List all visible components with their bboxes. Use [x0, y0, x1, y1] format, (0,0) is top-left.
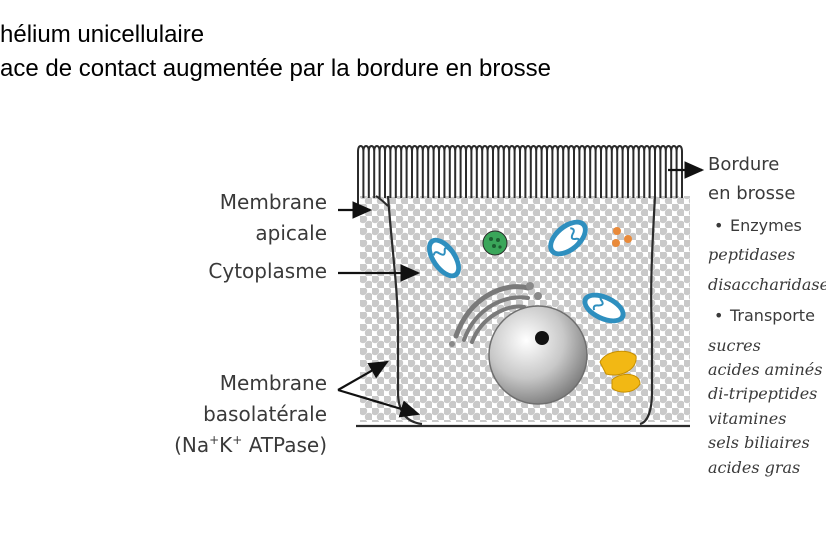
secretory-granule	[483, 231, 507, 255]
item-di-tripeptides: di-tripeptides	[708, 384, 817, 403]
label-atpase: (Na+K+ ATPase)	[174, 433, 327, 457]
label-membrane-apicale-1: Membrane	[220, 190, 327, 214]
label-bordure: Bordure	[708, 154, 779, 175]
item-acides-gras: acides gras	[708, 458, 800, 477]
label-transporteurs: Transporte	[729, 306, 815, 325]
item-vitamines: vitamines	[708, 409, 786, 428]
item-sels-biliaires: sels biliaires	[708, 433, 810, 452]
label-membrane-basolaterale-2: basolatérale	[203, 402, 327, 426]
item-disaccharidases: disaccharidases	[708, 275, 826, 294]
bullet-transporteurs: •	[714, 306, 723, 325]
label-membrane-basolaterale-1: Membrane	[220, 371, 327, 395]
label-en-brosse: en brosse	[708, 183, 795, 204]
item-acides-amines: acides aminés	[708, 360, 822, 379]
microvilli-brush-border	[358, 146, 682, 206]
nucleus	[489, 306, 587, 404]
item-peptidases: peptidases	[708, 245, 795, 264]
item-sucres: sucres	[708, 336, 761, 355]
label-membrane-apicale-2: apicale	[255, 221, 327, 245]
label-cytoplasme: Cytoplasme	[208, 259, 327, 283]
bullet-enzymes: •	[714, 216, 723, 235]
label-enzymes: Enzymes	[730, 216, 802, 235]
